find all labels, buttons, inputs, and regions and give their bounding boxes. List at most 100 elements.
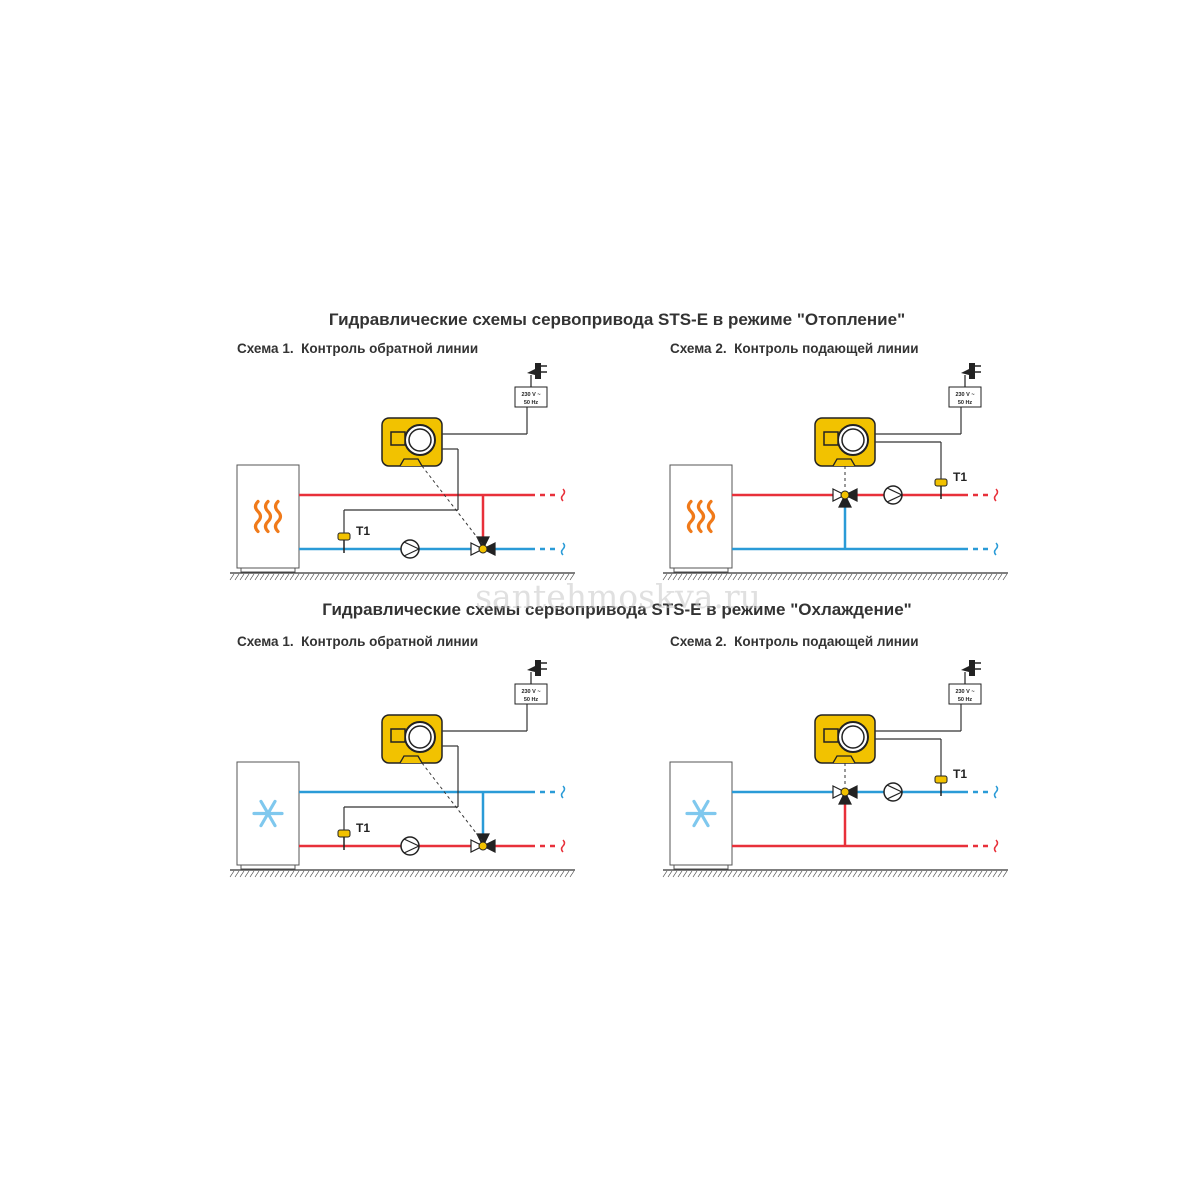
ground-hatch <box>504 573 510 581</box>
circulation-pump-icon <box>883 782 903 802</box>
pump-circle <box>400 836 420 856</box>
ground-hatch <box>404 573 410 581</box>
panel-3-caption: Контроль обратной линии <box>301 634 479 649</box>
ground-hatch <box>239 870 245 878</box>
unit-base <box>673 864 729 870</box>
ground-hatch <box>464 870 470 878</box>
actuator-link <box>421 762 484 843</box>
ground-hatch <box>439 870 445 878</box>
ground-hatch <box>479 573 485 581</box>
ground-hatch <box>424 870 430 878</box>
ground-hatch <box>752 573 758 581</box>
ground-hatch <box>459 573 465 581</box>
ground-hatch <box>707 870 713 878</box>
ground-hatch <box>319 870 325 878</box>
unit-base <box>240 864 296 870</box>
servo-actuator <box>381 417 443 467</box>
actuator-display <box>390 728 406 743</box>
ground-hatch <box>229 870 235 878</box>
ground-hatch <box>942 870 948 878</box>
ground-hatch <box>494 573 500 581</box>
ground-hatch <box>559 573 565 581</box>
pump-circle <box>400 539 420 559</box>
ground-hatch <box>229 573 235 581</box>
ground-hatch <box>414 573 420 581</box>
ground-hatch <box>514 573 520 581</box>
temperature-sensor-t1: T1 <box>934 470 967 499</box>
ground-hatch <box>364 870 370 878</box>
ground-hatch <box>807 870 813 878</box>
heating-section-title: Гидравлические схемы сервопривода STS-E … <box>328 310 906 329</box>
ground-hatch <box>399 573 405 581</box>
power-plug-icon: 230 V ~50 Hz <box>948 363 982 408</box>
panel-1-caption: Контроль обратной линии <box>301 341 479 356</box>
pump-arrow <box>403 838 420 847</box>
heat-wave <box>706 499 716 534</box>
ground-hatch <box>892 573 898 581</box>
ground-hatch <box>942 573 948 581</box>
pipe-break-mark <box>560 839 566 853</box>
ground-hatch <box>539 573 545 581</box>
ground-hatch <box>922 870 928 878</box>
snowflake-ray <box>692 799 710 828</box>
ground-hatch <box>772 573 778 581</box>
ground-hatch <box>244 573 250 581</box>
valve-port-right <box>481 542 496 556</box>
ground-hatch <box>932 573 938 581</box>
ground-hatch <box>762 573 768 581</box>
ground-hatch <box>284 573 290 581</box>
ground-hatch <box>509 573 515 581</box>
ground-hatch <box>747 573 753 581</box>
ground-hatch <box>299 870 305 878</box>
ground-hatch <box>234 870 240 878</box>
circulation-pump-icon <box>400 836 420 856</box>
ground-hatch <box>962 870 968 878</box>
sensor-label: T1 <box>953 767 967 781</box>
ground-hatch <box>872 870 878 878</box>
ground-hatch <box>239 573 245 581</box>
ground-hatch <box>877 870 883 878</box>
ground-hatch <box>324 870 330 878</box>
ground-hatch <box>922 573 928 581</box>
ground-hatch <box>837 870 843 878</box>
panel-4-scheme: Схема 2. <box>670 634 727 649</box>
valve-port-left <box>470 542 485 556</box>
ground-hatch <box>967 870 973 878</box>
actuator-display <box>390 431 406 446</box>
unit-base <box>240 567 296 573</box>
panel-3-label: Схема 1. Контроль обратной линии <box>237 634 478 649</box>
panel-2-scheme: Схема 2. <box>670 341 727 356</box>
heat-wave <box>263 499 273 534</box>
actuator-link <box>421 465 484 546</box>
ground-hatch <box>549 870 555 878</box>
ground-hatch <box>319 573 325 581</box>
ground-hatch <box>344 870 350 878</box>
ground-hatch <box>797 573 803 581</box>
ground-hatch <box>662 573 668 581</box>
watermark: santehmoskva.ru <box>475 577 761 616</box>
panel-4-label: Схема 2. Контроль подающей линии <box>670 634 919 649</box>
ground-hatch <box>419 573 425 581</box>
ground-hatch <box>872 573 878 581</box>
ground-hatch <box>489 870 495 878</box>
ground-hatch <box>349 870 355 878</box>
power-frequency-label: 50 Hz <box>958 697 973 703</box>
ground-hatch <box>389 573 395 581</box>
ground-hatch <box>454 870 460 878</box>
ground-hatch <box>702 870 708 878</box>
ground-hatch <box>997 870 1003 878</box>
valve-port-top <box>476 833 490 848</box>
ground-hatch <box>682 870 688 878</box>
ground-hatch <box>817 870 823 878</box>
ground-hatch <box>992 573 998 581</box>
pump-arrow <box>886 791 903 800</box>
sensor-head <box>934 478 948 487</box>
heat-source-unit <box>669 464 733 569</box>
heat-wave <box>686 499 696 534</box>
sensor-label: T1 <box>356 821 370 835</box>
ground-hatch <box>767 573 773 581</box>
ground-hatch <box>937 870 943 878</box>
ground-hatch <box>369 573 375 581</box>
ground-hatch <box>847 870 853 878</box>
